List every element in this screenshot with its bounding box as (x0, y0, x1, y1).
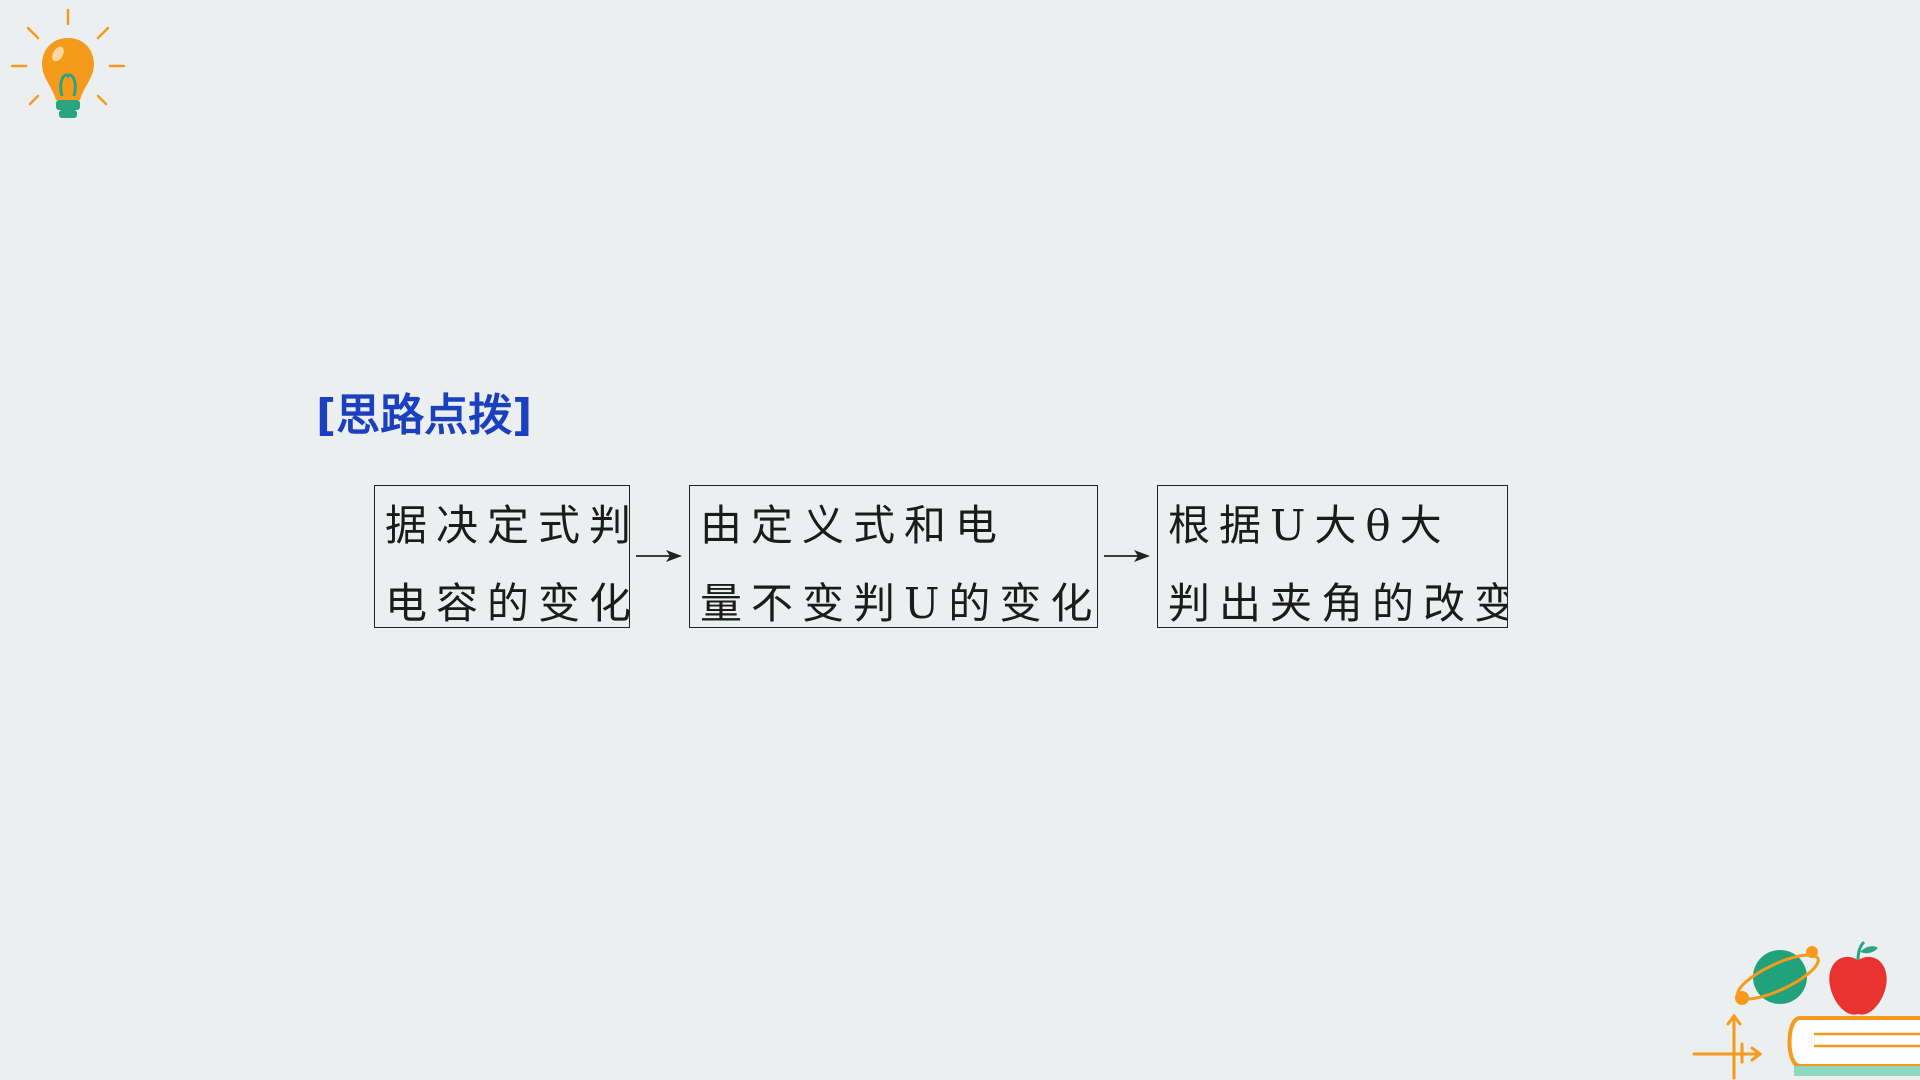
flow-step-text: 由定义式和电 (700, 501, 1007, 550)
flow-step-text: 判出夹角的改变 (1168, 579, 1508, 628)
section-heading: [思路点拨] (316, 390, 533, 441)
flow-step-voltage: 由定义式和电 量不变判U的变化 (689, 485, 1098, 628)
lightbulb-icon (10, 8, 126, 118)
flow-step-text: 根据U大θ大 (1168, 501, 1451, 550)
flow-step-capacitance: 据决定式判 电容的变化 (374, 485, 630, 628)
planet-apple-books-icon (1692, 940, 1920, 1080)
flow-step-angle: 根据U大θ大 判出夹角的改变 (1157, 485, 1508, 628)
flow-arrow (636, 550, 682, 562)
flow-step-text: 电容的变化 (385, 579, 630, 628)
flow-arrow (1104, 550, 1150, 562)
flow-step-text: 量不变判U的变化 (700, 579, 1098, 628)
flow-step-text: 据决定式判 (385, 501, 630, 550)
